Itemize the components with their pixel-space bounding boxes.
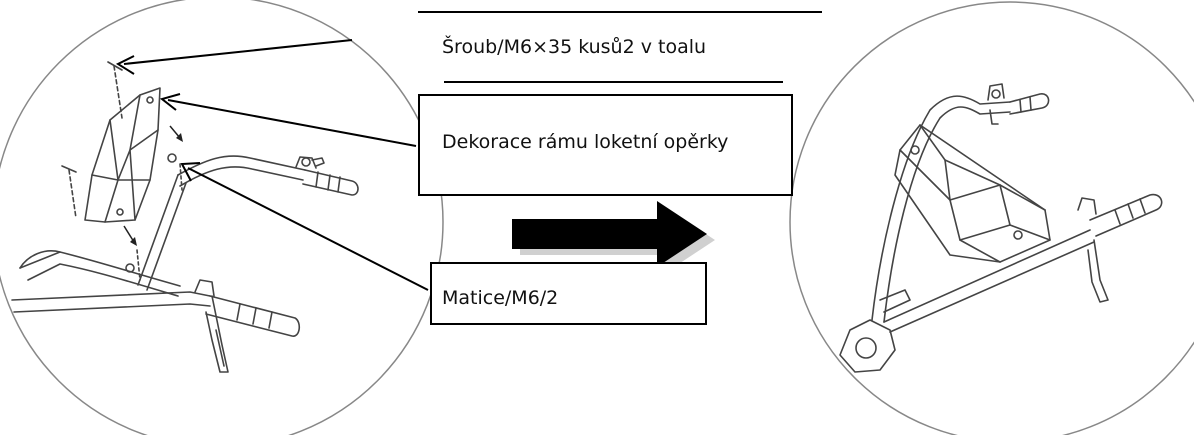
screw-label: Šroub/M6×35 kusů2 v toalu — [442, 36, 707, 58]
decoration-label: Dekorace rámu loketní opěrky — [442, 131, 729, 153]
callout-arrowheads — [115, 55, 201, 182]
direction-hint-arrows — [123, 125, 183, 246]
before-detail-circle — [0, 0, 444, 435]
callout-leader-lines — [123, 39, 429, 291]
after-detail-circle — [789, 1, 1194, 435]
nut-callout-box — [430, 262, 707, 325]
before-armrest-drawing — [11, 61, 359, 373]
nut-label: Matice/M6/2 — [442, 287, 559, 309]
after-armrest-drawing — [839, 83, 1163, 373]
decoration-callout-box — [418, 94, 793, 196]
right-arrow-icon — [512, 201, 715, 273]
